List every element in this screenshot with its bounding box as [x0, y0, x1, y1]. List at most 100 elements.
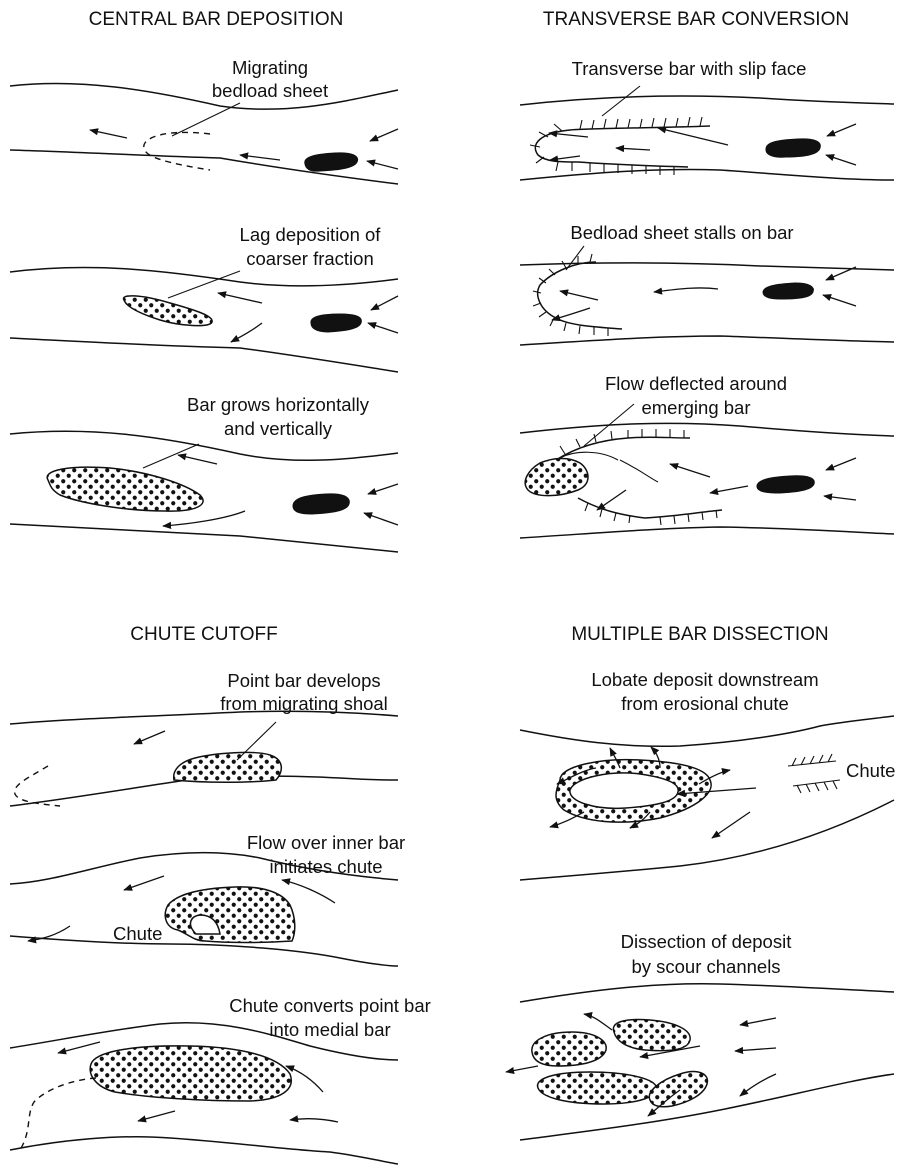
flow-arrow — [282, 880, 335, 903]
dissected-bar — [649, 1072, 707, 1107]
flow-arrow — [290, 1119, 338, 1122]
slip-face-hatch — [560, 429, 684, 454]
channel-bank-upper — [520, 984, 894, 1002]
channel-bank-upper — [520, 423, 894, 436]
coarse-clast — [763, 283, 813, 299]
channel-bank-lower — [10, 1137, 398, 1164]
panel-chute-cutoff: CHUTE CUTOFF Point bar develops from mig… — [10, 624, 431, 1164]
inner-bar — [165, 887, 295, 943]
label-line-1: Bedload sheet stalls on bar — [570, 222, 793, 243]
panel-title: CENTRAL BAR DEPOSITION — [89, 9, 344, 30]
flow-arrow — [654, 288, 718, 292]
flow-arrow — [367, 161, 398, 169]
flow-arrow — [616, 148, 650, 150]
stage-flow-deflected: Flow deflected around emerging bar — [520, 373, 894, 538]
flow-arrow — [231, 323, 262, 342]
flow-arrow — [506, 1066, 538, 1072]
flow-arrow — [552, 308, 590, 320]
leader-line — [143, 444, 199, 468]
stage-lobate-deposit: Lobate deposit downstream from erosional… — [520, 669, 895, 880]
flow-arrow — [658, 128, 728, 145]
dissected-bar — [532, 1032, 606, 1066]
flow-arrow — [368, 323, 398, 333]
flow-arrow — [710, 486, 748, 493]
label-line-1: Dissection of deposit — [621, 931, 792, 952]
flow-arrow — [740, 1074, 776, 1096]
slip-face-upper — [556, 437, 690, 460]
channel-bank-upper — [10, 711, 398, 724]
flow-arrow — [712, 812, 750, 838]
chute-label: Chute — [846, 760, 895, 781]
chute-scarp — [793, 780, 840, 793]
label-line-2: by scour channels — [631, 956, 780, 977]
flow-arrow — [58, 1042, 100, 1053]
label-line-1: Flow deflected around — [605, 373, 787, 394]
flow-arrow — [138, 1111, 175, 1121]
flow-arrow — [740, 1018, 776, 1025]
lag-deposit-bar — [123, 296, 212, 326]
flow-arrow — [549, 133, 588, 137]
label-line-1: Chute converts point bar — [229, 995, 431, 1016]
chute-label: Chute — [113, 923, 162, 944]
stage-migrating-bedload-sheet: Migrating bedload sheet — [10, 57, 398, 184]
label-line-2: into medial bar — [269, 1019, 390, 1040]
flow-arrow — [584, 1014, 612, 1030]
chute-scarp — [788, 754, 836, 766]
stage-flow-over-inner-bar: Flow over inner bar initiates chute Chut… — [10, 832, 405, 966]
label-line-2: and vertically — [224, 418, 333, 439]
flow-arrow — [240, 155, 280, 160]
coarse-clast — [305, 153, 358, 171]
channel-bank-upper — [10, 83, 398, 109]
label-line-1: Bar grows horizontally — [187, 394, 370, 415]
emerging-bar — [525, 458, 588, 495]
slip-face-hatch — [585, 503, 717, 525]
stage-point-bar-develops: Point bar develops from migrating shoal — [10, 670, 398, 806]
label-line-2: from erosional chute — [621, 693, 789, 714]
flow-arrow — [826, 155, 856, 165]
flow-arrow — [370, 129, 398, 141]
flow-arrow — [826, 458, 856, 470]
label-line-1: Migrating — [232, 57, 308, 78]
stage-bar-growth: Bar grows horizontally and vertically — [10, 394, 398, 552]
flow-arrow — [163, 511, 245, 526]
channel-bank-upper — [520, 96, 894, 105]
stage-chute-converts-bar: Chute converts point bar into medial bar — [10, 995, 431, 1164]
panel-title: CHUTE CUTOFF — [130, 624, 277, 645]
panel-central-bar-deposition: CENTRAL BAR DEPOSITION Migrating bedload… — [10, 9, 398, 552]
flow-arrow — [670, 464, 710, 477]
stage-dissection-of-deposit: Dissection of deposit by scour channels — [506, 931, 894, 1140]
stage-lag-deposition: Lag deposition of coarser fraction — [10, 224, 398, 372]
flow-arrow — [90, 130, 127, 138]
panel-title: TRANSVERSE BAR CONVERSION — [543, 9, 849, 30]
label-line-1: Lobate deposit downstream — [591, 669, 818, 690]
slip-face — [535, 126, 710, 167]
flow-arrow — [823, 295, 856, 306]
flow-arrow — [550, 812, 584, 827]
stage-bedload-sheet-stalls: Bedload sheet stalls on bar — [520, 222, 894, 345]
channel-bank-lower — [10, 524, 398, 552]
flow-arrow — [178, 455, 217, 464]
stage-transverse-bar-slip-face: Transverse bar with slip face — [520, 58, 894, 180]
flow-arrow — [134, 731, 165, 744]
label-line-1: Lag deposition of — [240, 224, 382, 245]
channel-bank-lower — [520, 336, 894, 345]
channel-bank-upper — [10, 431, 398, 460]
growing-central-bar — [47, 467, 203, 511]
label-line-1: Point bar develops — [227, 670, 380, 691]
flow-arrow — [124, 876, 164, 890]
flow-arrow — [735, 1048, 776, 1051]
label-line-2: emerging bar — [641, 397, 750, 418]
coarse-clast — [766, 139, 820, 157]
channel-bank-upper — [10, 267, 398, 285]
dissected-bar — [613, 1020, 690, 1051]
panel-multiple-bar-dissection: MULTIPLE BAR DISSECTION Lobate deposit d… — [506, 624, 895, 1140]
coarse-clast — [293, 494, 349, 514]
channel-bank-upper — [520, 716, 894, 746]
leader-line — [602, 86, 640, 116]
coarse-clast — [311, 314, 361, 332]
flow-arrow — [560, 291, 598, 300]
lobate-deposit — [556, 760, 711, 822]
flow-line — [620, 460, 658, 482]
bedload-sheet-front — [144, 132, 210, 170]
